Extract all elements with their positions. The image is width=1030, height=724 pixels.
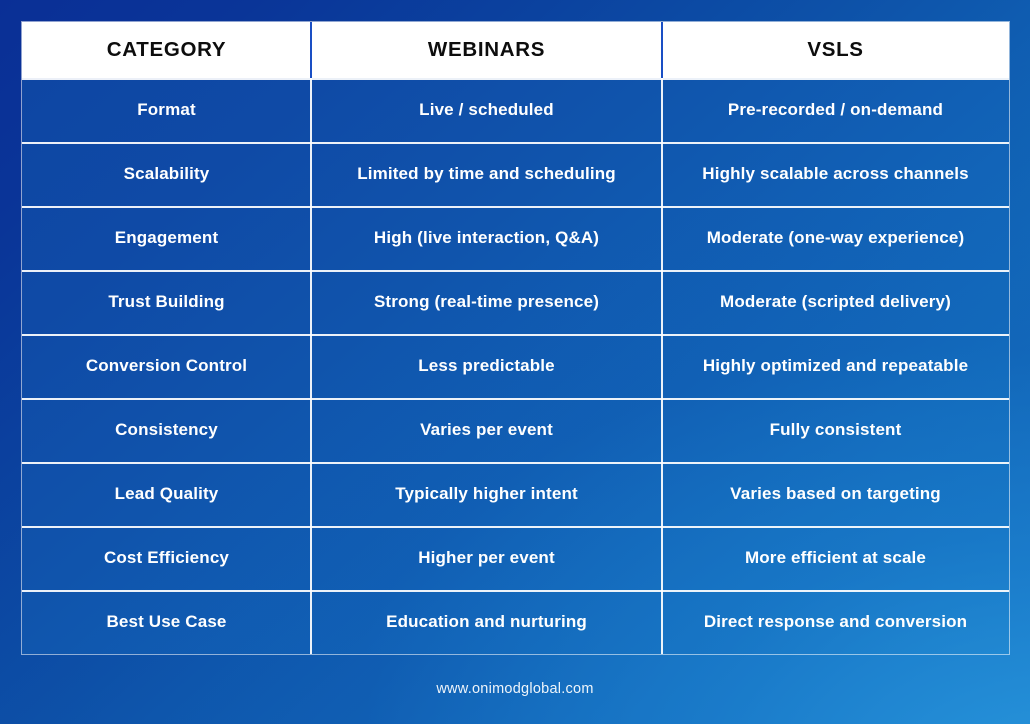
cell-webinars: Varies per event [310,398,662,462]
table-row: Cost Efficiency Higher per event More ef… [22,526,1009,590]
cell-vsls: Fully consistent [661,398,1009,462]
cell-category: Trust Building [108,291,225,311]
cell-webinars: Less predictable [310,334,662,398]
column-header-webinars: WEBINARS [310,22,662,78]
cell-category: Consistency [115,419,218,439]
cell-category: Best Use Case [106,611,227,631]
table-row: Best Use Case Education and nurturing Di… [22,590,1009,654]
cell-vsls: Highly optimized and repeatable [661,334,1009,398]
cell-webinars: Strong (real-time presence) [310,270,662,334]
cell-category: Scalability [123,163,210,183]
cell-webinars: Limited by time and scheduling [310,142,662,206]
footer-url: www.onimodglobal.com [436,681,594,697]
cell-category: Lead Quality [114,483,219,503]
cell-vsls: Varies based on targeting [661,462,1009,526]
table-row: Scalability Limited by time and scheduli… [22,142,1009,206]
cell-category: Format [137,99,196,119]
cell-webinars: High (live interaction, Q&A) [310,206,662,270]
table-body-background [22,78,1009,654]
cell-vsls: Moderate (scripted delivery) [661,270,1009,334]
cell-vsls: Highly scalable across channels [661,142,1009,206]
cell-webinars: Live / scheduled [310,78,662,142]
table-row: Lead Quality Typically higher intent Var… [22,462,1009,526]
cell-webinars: Typically higher intent [310,462,662,526]
table-row: Conversion Control Less predictable High… [22,334,1009,398]
cell-vsls: More efficient at scale [661,526,1009,590]
table-header-row: CATEGORY WEBINARS VSLS [22,22,1009,78]
comparison-table: CATEGORY WEBINARS VSLS Format Live / sch… [22,22,1009,654]
cell-category: Conversion Control [85,355,248,375]
table-row: Consistency Varies per event Fully consi… [22,398,1009,462]
cell-webinars: Higher per event [310,526,662,590]
column-header-vsls: VSLS [661,22,1009,78]
table-row: Format Live / scheduled Pre-recorded / o… [22,78,1009,142]
cell-vsls: Moderate (one-way experience) [661,206,1009,270]
cell-vsls: Direct response and conversion [661,590,1009,654]
cell-vsls: Pre-recorded / on-demand [661,78,1009,142]
cell-category: Cost Efficiency [103,547,230,567]
cell-webinars: Education and nurturing [310,590,662,654]
table-row: Trust Building Strong (real-time presenc… [22,270,1009,334]
cell-category: Engagement [114,227,219,247]
table-body: Format Live / scheduled Pre-recorded / o… [22,78,1009,654]
column-header-category: CATEGORY [106,38,227,61]
table-row: Engagement High (live interaction, Q&A) … [22,206,1009,270]
